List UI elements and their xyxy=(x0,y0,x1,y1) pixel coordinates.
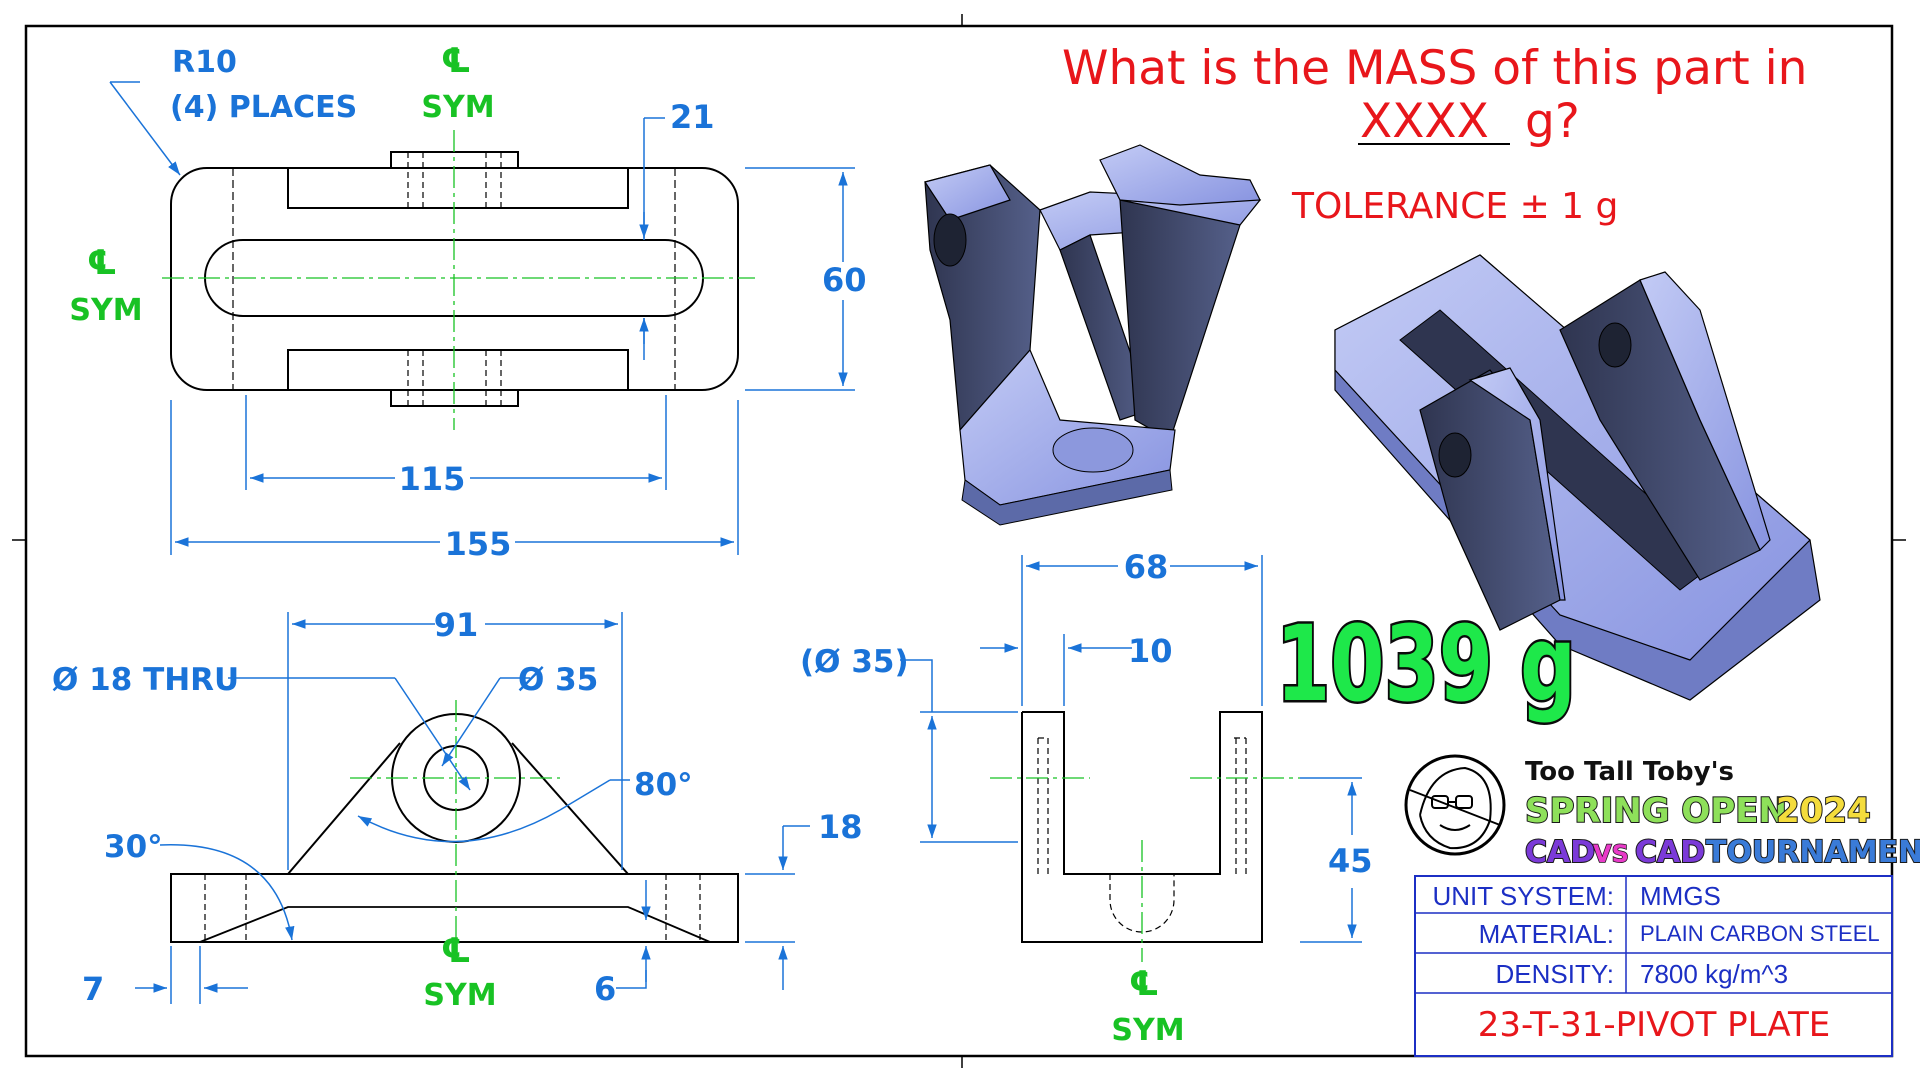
angle-30-label: 30° xyxy=(104,829,163,865)
iso-view-lying xyxy=(1334,254,1821,701)
brand-spring-open: SPRING OPEN xyxy=(1525,791,1787,831)
question-line-1: What is the MASS of this part in xyxy=(1062,41,1807,96)
hole-thru-note: Ø 18 THRU xyxy=(52,662,239,698)
top-view: R10 (4) PLACES 21 60 115 155 ℄ SYM ℄ SYM xyxy=(69,41,866,563)
fillet-places-note: (4) PLACES xyxy=(170,90,357,125)
dim-10-label: 10 xyxy=(1128,632,1173,670)
iso-view-upright xyxy=(924,144,1262,526)
tb-material-label: MATERIAL: xyxy=(1479,919,1614,949)
dim-91-label: 91 xyxy=(434,606,479,644)
centerline-symbol-front: ℄ xyxy=(441,931,471,971)
dim-155-label: 155 xyxy=(445,525,512,563)
dim-18-label: 18 xyxy=(818,808,863,846)
sym-label-top: SYM xyxy=(421,90,494,125)
tb-unit-value: MMGS xyxy=(1640,881,1721,911)
question-blank: XXXX xyxy=(1360,94,1489,149)
tb-unit-label: UNIT SYSTEM: xyxy=(1432,881,1614,911)
tolerance-note: TOLERANCE ± 1 g xyxy=(1291,186,1618,227)
boss-diameter-note: Ø 35 xyxy=(518,662,598,698)
sym-label-front: SYM xyxy=(423,978,496,1013)
sym-label-left: SYM xyxy=(69,293,142,328)
question-unit: g? xyxy=(1525,94,1580,149)
dim-68-label: 68 xyxy=(1124,548,1169,586)
centerline-symbol-side: ℄ xyxy=(1129,964,1159,1004)
brand-line-1: Too Tall Toby's xyxy=(1525,757,1734,787)
dim-21-label: 21 xyxy=(670,98,715,136)
tb-density-label: DENSITY: xyxy=(1496,959,1614,989)
reference-diameter-35: (Ø 35) xyxy=(800,644,909,680)
dim-7-label: 7 xyxy=(82,970,104,1008)
sym-label-side: SYM xyxy=(1111,1013,1184,1048)
brand-tournament: TOURNAMENT xyxy=(1706,835,1920,870)
title-block: UNIT SYSTEM: MMGS MATERIAL: PLAIN CARBON… xyxy=(1414,875,1893,1057)
question-block: What is the MASS of this part in XXXX g?… xyxy=(1062,41,1807,227)
brand-cad-2: CAD xyxy=(1635,835,1705,870)
dim-6-label: 6 xyxy=(594,970,616,1008)
fillet-radius-note: R10 xyxy=(172,45,237,80)
dim-45-label: 45 xyxy=(1328,842,1373,880)
side-view: 68 10 (Ø 35) 45 ℄ SYM xyxy=(800,548,1373,1048)
sheet-border xyxy=(12,14,1906,1068)
brand-vs: VS xyxy=(1593,840,1629,868)
centerline-symbol-left: ℄ xyxy=(87,243,117,283)
dim-60-label: 60 xyxy=(822,261,867,299)
answer-mass: 1039 g xyxy=(1276,603,1576,725)
front-view: 91 Ø 18 THRU Ø 35 80° 30° 18 7 6 ℄ SYM xyxy=(52,606,863,1013)
tournament-branding: Too Tall Toby's SPRING OPEN 2024 CAD VS … xyxy=(1404,754,1920,871)
tb-material-value: PLAIN CARBON STEEL xyxy=(1640,921,1880,946)
tb-density-value: 7800 kg/m^3 xyxy=(1640,959,1788,989)
dim-115-label: 115 xyxy=(399,460,466,498)
tb-part-name: 23-T-31-PIVOT PLATE xyxy=(1478,1005,1830,1045)
centerline-symbol-top: ℄ xyxy=(441,41,471,81)
toby-logo-face xyxy=(1409,766,1501,850)
brand-year: 2024 xyxy=(1776,791,1871,831)
brand-cad-1: CAD xyxy=(1525,835,1595,870)
angle-80-label: 80° xyxy=(634,767,693,803)
